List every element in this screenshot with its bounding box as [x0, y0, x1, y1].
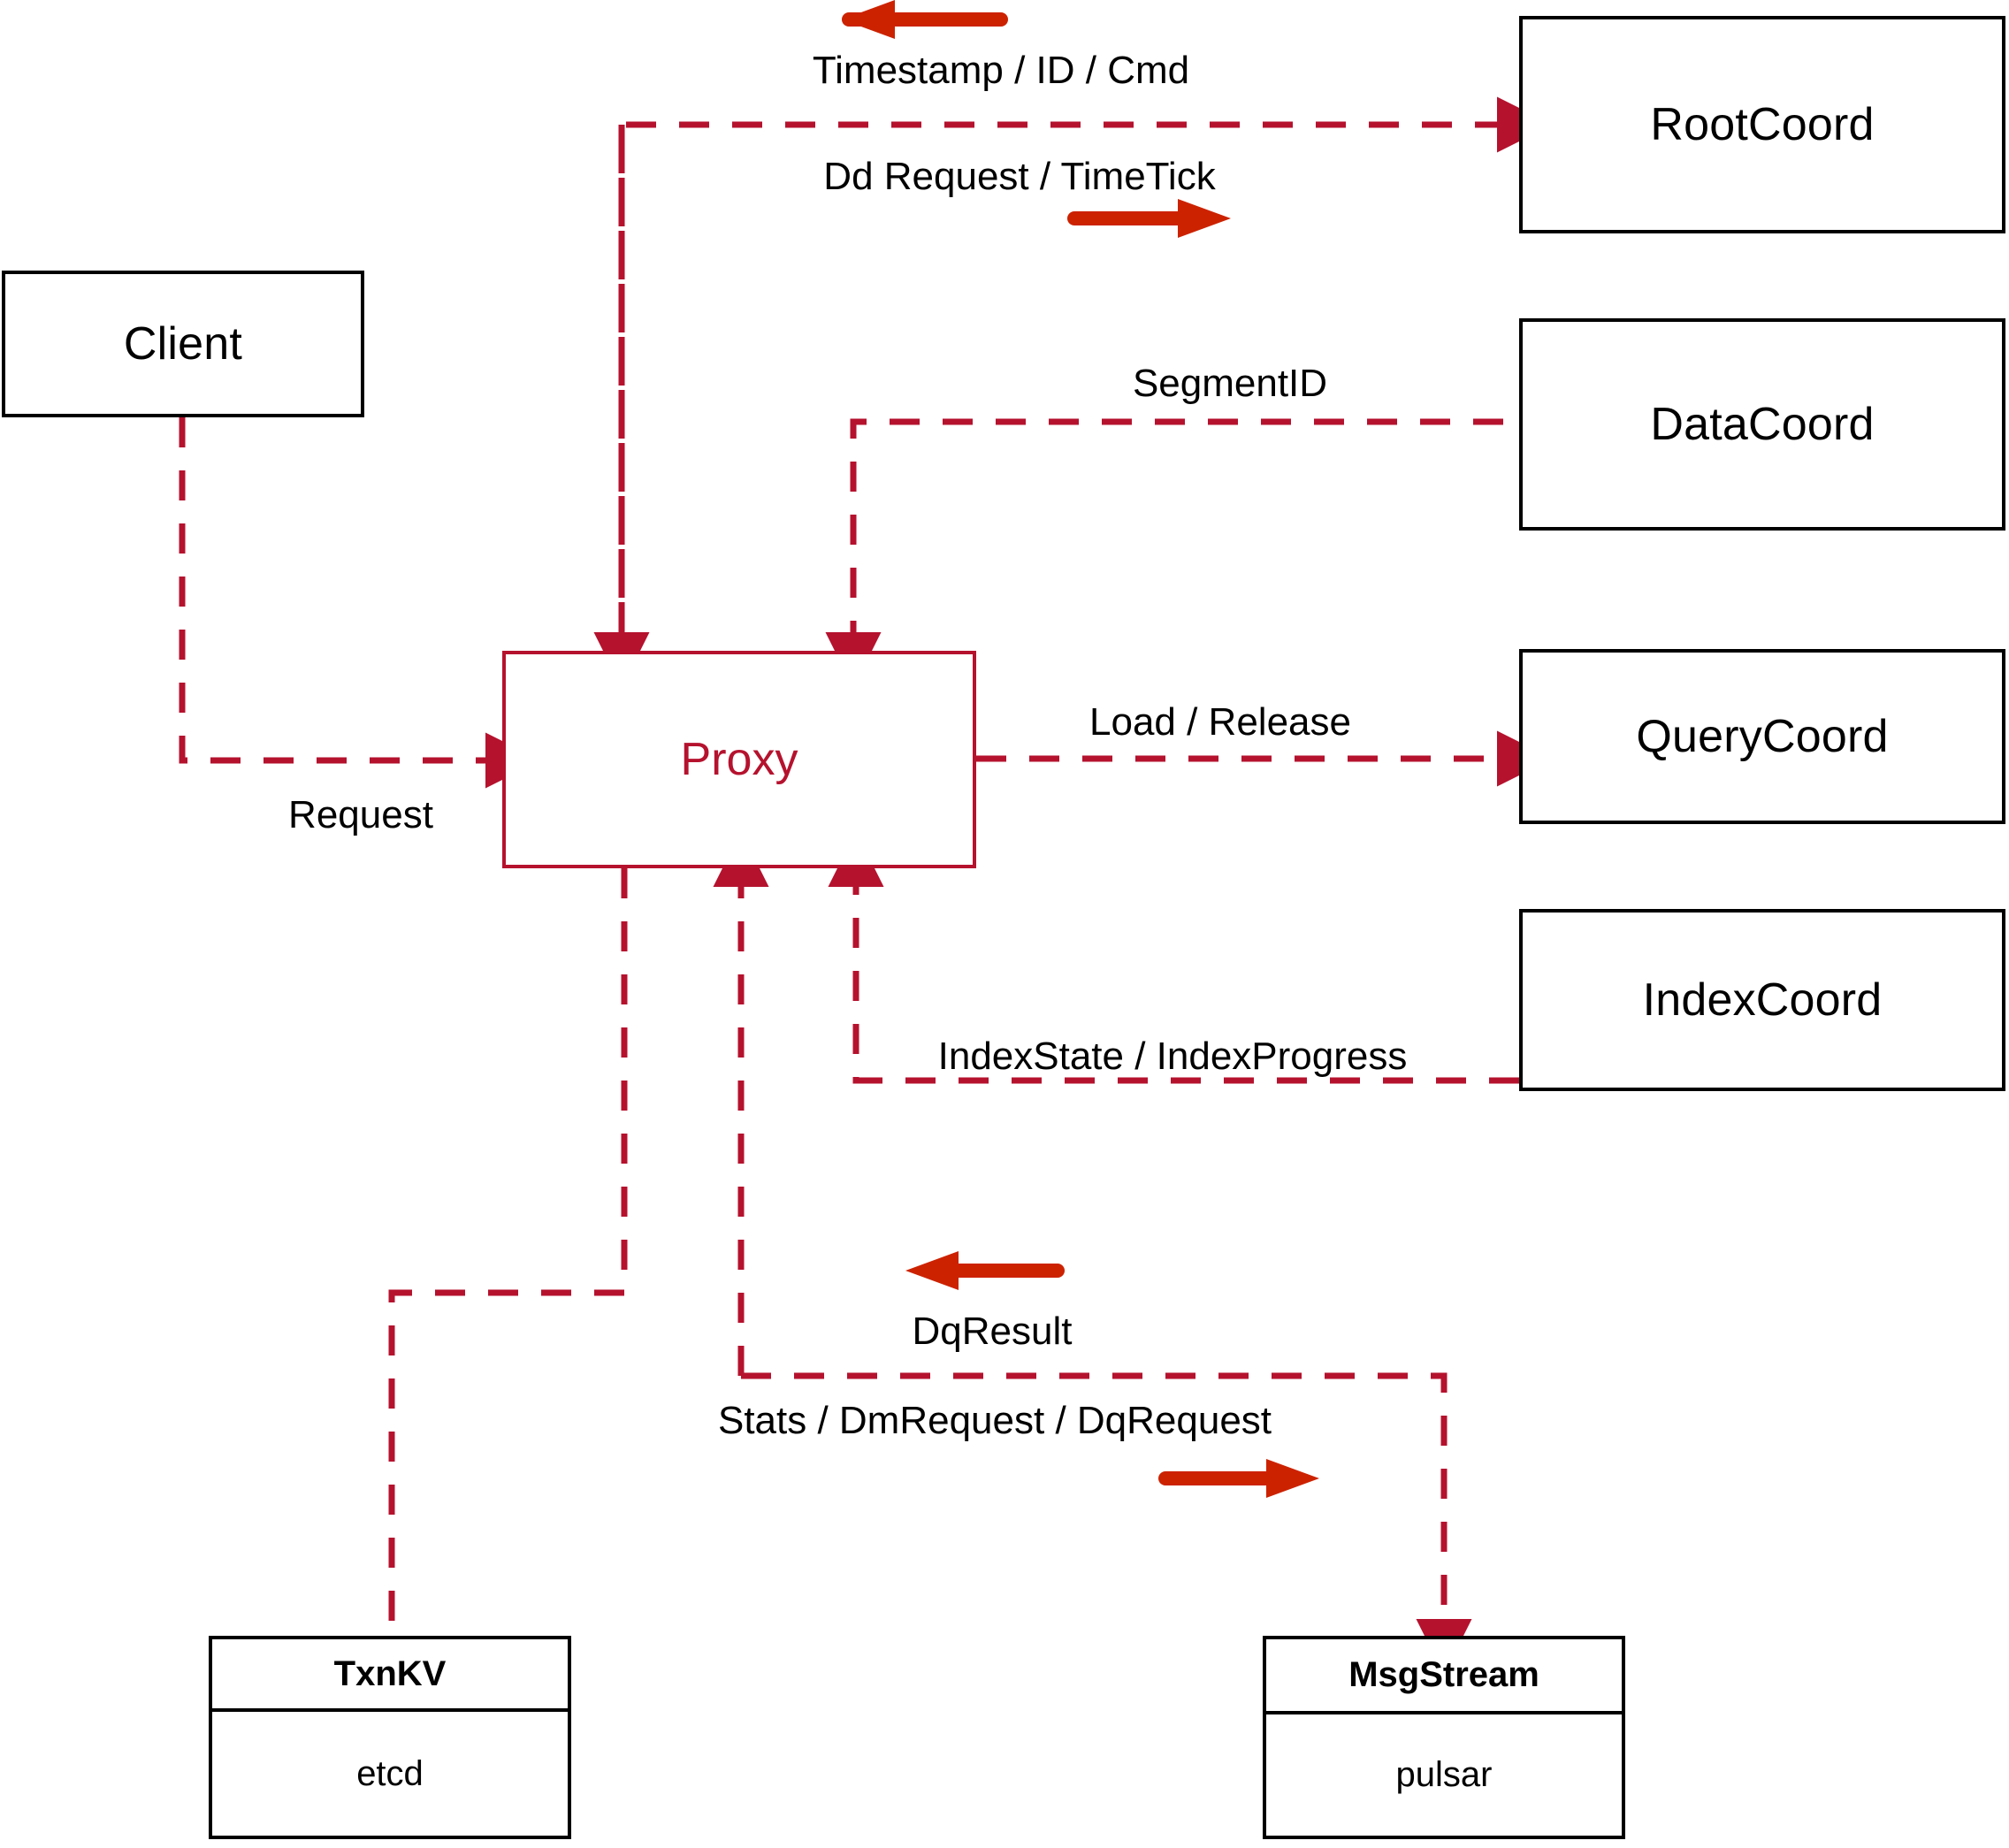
- edge-label-dd-request-timetick: Dd Request / TimeTick: [823, 155, 1216, 198]
- edge-proxy-to-txnkv: [388, 868, 628, 1636]
- node-indexcoord-label: IndexCoord: [1642, 974, 1883, 1026]
- store-txnkv-header: TxnKV: [212, 1639, 568, 1712]
- edge-proxy-to-rootcoord: [618, 96, 1553, 651]
- node-client[interactable]: Client: [2, 271, 364, 417]
- edge-label-segmentid: SegmentID: [1132, 362, 1328, 405]
- node-rootcoord[interactable]: RootCoord: [1519, 16, 2005, 233]
- node-client-label: Client: [123, 318, 243, 370]
- edge-label-stats-dmrequest-dqrequest: Stats / DmRequest / DqRequest: [717, 1399, 1272, 1442]
- store-msgstream-header: MsgStream: [1266, 1639, 1622, 1714]
- edge-indexcoord-to-proxy: [828, 831, 1519, 1084]
- edge-client-to-proxy: [179, 417, 541, 789]
- node-querycoord[interactable]: QueryCoord: [1519, 649, 2005, 824]
- node-datacoord[interactable]: DataCoord: [1519, 318, 2005, 531]
- store-msgstream[interactable]: MsgStream pulsar: [1263, 1636, 1625, 1839]
- stats-dmrequest-dqrequest-direction-arrow: [1158, 1459, 1319, 1498]
- dd-request-timetick-direction-arrow: [1067, 199, 1231, 238]
- edge-datacoord-to-proxy: [825, 418, 1503, 688]
- store-txnkv[interactable]: TxnKV etcd: [209, 1636, 571, 1839]
- edge-label-timestamp-id-cmd: Timestamp / ID / Cmd: [812, 49, 1190, 92]
- node-querycoord-label: QueryCoord: [1636, 711, 1889, 762]
- edge-label-indexstate-indexprogress: IndexState / IndexProgress: [937, 1035, 1408, 1078]
- edge-proxy-to-msgstream: [741, 1372, 1472, 1675]
- node-rootcoord-label: RootCoord: [1650, 99, 1875, 150]
- timestamp-id-cmd-direction-arrow: [842, 0, 1008, 39]
- node-datacoord-label: DataCoord: [1650, 399, 1875, 450]
- store-txnkv-impl: etcd: [356, 1753, 424, 1793]
- store-txnkv-body: etcd: [212, 1712, 568, 1836]
- edge-label-dqresult: DqResult: [912, 1310, 1073, 1353]
- edge-label-request: Request: [288, 793, 433, 836]
- node-proxy[interactable]: Proxy: [502, 651, 976, 868]
- store-msgstream-title: MsgStream: [1348, 1655, 1539, 1694]
- store-msgstream-body: pulsar: [1266, 1714, 1622, 1836]
- node-proxy-label: Proxy: [680, 734, 798, 785]
- node-indexcoord[interactable]: IndexCoord: [1519, 909, 2005, 1091]
- dqresult-direction-arrow: [905, 1251, 1065, 1290]
- edge-label-load-release: Load / Release: [1089, 700, 1351, 744]
- store-msgstream-impl: pulsar: [1395, 1755, 1493, 1794]
- store-txnkv-title: TxnKV: [333, 1653, 447, 1693]
